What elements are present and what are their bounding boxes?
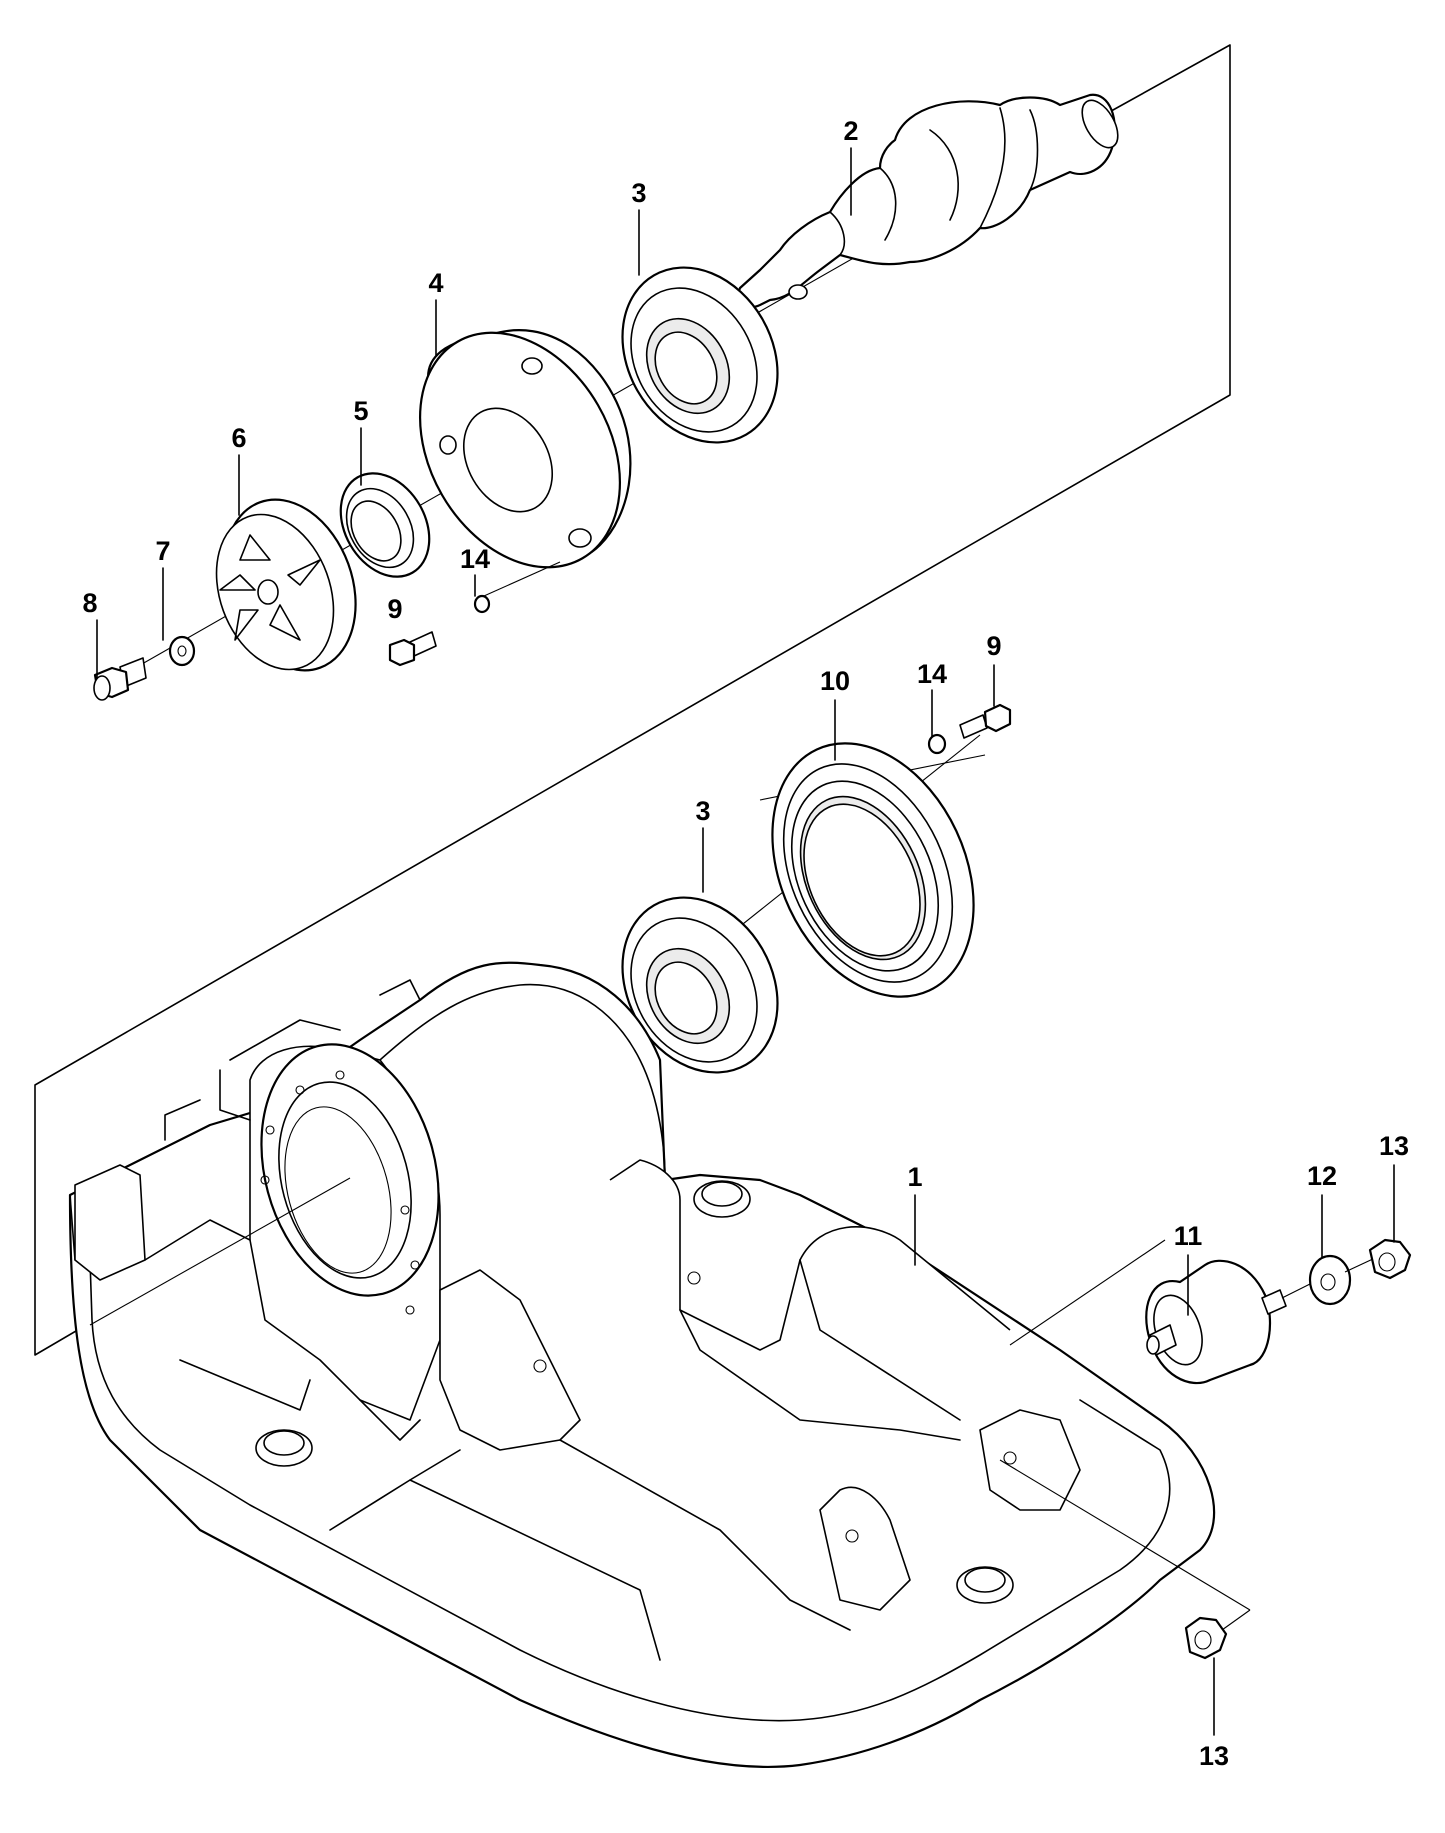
callout-label: 3	[631, 178, 646, 208]
callout-label: 7	[155, 536, 170, 566]
callout-label: 3	[695, 796, 710, 826]
rubber-buffer	[1009, 1239, 1287, 1385]
nut-13-lower	[1184, 1616, 1228, 1660]
washer-7	[168, 635, 196, 667]
callout-label: 14	[917, 659, 947, 689]
bearing-lower	[621, 896, 779, 1074]
washer-14-upper	[473, 594, 491, 614]
bearing-cover	[418, 329, 632, 569]
flange-bolt-8	[93, 657, 147, 701]
fan-pulley	[215, 498, 357, 672]
callout-label: 14	[460, 544, 490, 574]
seal-holder	[771, 742, 975, 998]
callout-label: 13	[1379, 1131, 1409, 1161]
nut-13-right	[1368, 1238, 1412, 1280]
callout-label: 1	[907, 1162, 922, 1192]
callout-label: 12	[1307, 1161, 1337, 1191]
callout-label: 4	[428, 268, 443, 298]
axis-line-nut	[999, 1459, 1251, 1611]
callout-label: 6	[231, 423, 246, 453]
washer-12	[1308, 1254, 1352, 1306]
callout-label: 5	[353, 396, 368, 426]
callout-label: 10	[820, 666, 850, 696]
base-plate-housing	[68, 961, 1216, 1768]
seal-ring	[339, 472, 431, 578]
callout-label: 8	[82, 588, 97, 618]
callout-label: 9	[986, 631, 1001, 661]
washer-14-lower	[927, 733, 947, 755]
callout-label: 13	[1199, 1741, 1229, 1771]
bolt-9-upper	[388, 561, 561, 667]
bearing-upper	[621, 266, 779, 444]
callout-label: 9	[387, 594, 402, 624]
callout-label: 2	[843, 116, 858, 146]
bolt-9-lower	[959, 703, 1012, 739]
callout-label: 11	[1174, 1221, 1203, 1251]
callout-labels: 2 3 4 5 6 7 8 9 14 9 14 10 3 1 11 12 13 …	[82, 116, 1409, 1771]
eccentric-shaft	[737, 93, 1119, 309]
callout-leaders	[96, 147, 1395, 1736]
